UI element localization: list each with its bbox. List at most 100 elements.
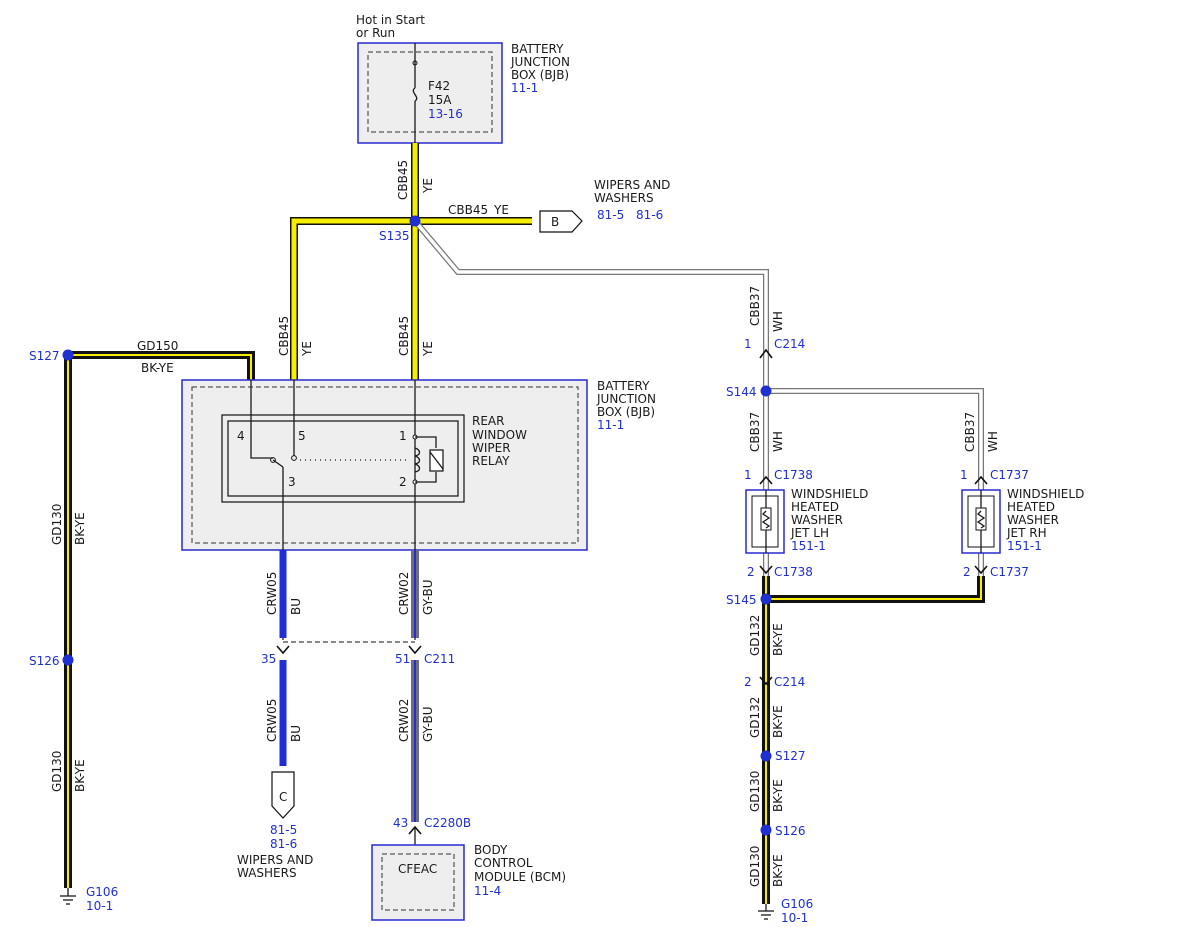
wipers-top-label-2: WASHERS (594, 191, 654, 205)
c2280b-label: C2280B (424, 816, 471, 830)
wire-label-crw02-bottom: CRW02 (397, 699, 411, 742)
wire-label-crw05-bottom: CRW05 (265, 699, 279, 742)
relay-label-4: RELAY (472, 454, 510, 468)
wire-label-gd130-r2: GD130 (748, 846, 762, 887)
wire-label-gd130-left-2: GD130 (50, 751, 64, 792)
relay-bjb-label-1: BATTERY (597, 379, 650, 393)
relay-pin-2: 2 (399, 475, 407, 489)
c211-label: C211 (424, 652, 455, 666)
fuse-name: F42 (428, 79, 450, 93)
wire-label-crw02-top: CRW02 (397, 572, 411, 615)
connector-c-label: C (279, 790, 287, 804)
wire-label-cbb37-rh: CBB37 (963, 412, 977, 452)
bcm-box (371, 844, 465, 921)
wire-color-ye-top: YE (421, 178, 435, 194)
fuse-rating: 15A (428, 93, 452, 107)
c1737-bottom-label: C1737 (990, 565, 1029, 579)
wire-label-cbb45-top: CBB45 (396, 160, 410, 200)
wipers-top-ref-1: 81-5 (597, 208, 624, 222)
fuse-ref: 13-16 (428, 107, 463, 121)
wipers-bottom-label-2: WASHERS (237, 866, 297, 880)
top-bjb-box (357, 42, 503, 144)
wire-label-cbb45-mid: CBB45 (397, 316, 411, 356)
jet-lh-label-4: JET LH (790, 526, 829, 540)
splice-s126-right-label: S126 (775, 824, 806, 838)
connector-c214-bottom-icon (759, 676, 773, 686)
hot-in-start-label-1: Hot in Start (356, 13, 425, 27)
bcm-code: CFEAC (398, 862, 437, 876)
ground-right-label: G106 (781, 897, 813, 911)
connector-c211-icon (276, 641, 422, 655)
splice-s127-left (62, 349, 74, 361)
top-bjb-label-2: JUNCTION (510, 55, 570, 69)
wire-color-bu-bottom: BU (289, 725, 303, 742)
wire-color-bkye-gd150: BK-YE (141, 361, 174, 375)
hot-in-start-label-2: or Run (356, 26, 395, 40)
wire-gd150-gd130-left (64, 351, 255, 888)
connector-c1737-icons (974, 475, 988, 575)
connector-c2280b-icon (408, 825, 422, 845)
wire-label-gd130-r1: GD130 (748, 771, 762, 812)
splice-s145-label: S145 (726, 593, 757, 607)
wire-label-gd150: GD150 (137, 339, 178, 353)
relay-bjb-ref: 11-1 (597, 418, 624, 432)
c1737-top-pin: 1 (960, 468, 968, 482)
c1738-top-pin: 1 (744, 468, 752, 482)
jet-lh-ref: 151-1 (791, 539, 826, 553)
jet-rh-label-3: WASHER (1007, 513, 1059, 527)
relay-bjb-label-2: JUNCTION (596, 392, 656, 406)
splice-s127-right (760, 750, 772, 762)
jet-rh-ref: 151-1 (1007, 539, 1042, 553)
wire-label-cbb37-lh: CBB37 (748, 412, 762, 452)
c211-pin-51: 51 (395, 652, 410, 666)
jet-lh-label-1: WINDSHIELD (791, 487, 868, 501)
wire-color-ye-horiz: YE (493, 203, 509, 217)
connector-b-label: B (551, 215, 559, 229)
wire-label-gd130-left-1: GD130 (50, 504, 64, 545)
top-bjb-label-1: BATTERY (511, 42, 564, 56)
splice-s135 (409, 215, 421, 227)
relay-pin-5: 5 (298, 429, 306, 443)
wire-color-bu-top: BU (289, 598, 303, 615)
c1737-bottom-pin: 2 (963, 565, 971, 579)
bcm-ref: 11-4 (474, 884, 501, 898)
relay-label-3: WIPER (472, 441, 511, 455)
wire-cbb45 (290, 143, 532, 380)
bcm-label-3: MODULE (BCM) (474, 870, 566, 884)
ground-left-icon (60, 888, 76, 905)
splice-s126-right (760, 824, 772, 836)
relay-pin-1: 1 (399, 429, 407, 443)
c214-bottom-label: C214 (774, 675, 805, 689)
wire-color-wh-lh: WH (771, 431, 785, 452)
wire-color-bkye-left-1: BK-YE (73, 512, 87, 545)
bcm-label-2: CONTROL (474, 856, 533, 870)
wire-color-bkye-left-2: BK-YE (73, 759, 87, 792)
c2280b-pin: 43 (393, 816, 408, 830)
splice-s126-left-label: S126 (29, 654, 60, 668)
splice-s127-right-label: S127 (775, 749, 806, 763)
wire-label-gd132-2: GD132 (748, 697, 762, 738)
wire-label-crw05-top: CRW05 (265, 572, 279, 615)
wire-color-gybu-top: GY-BU (421, 579, 435, 615)
heater-element-lh-icon (760, 490, 772, 553)
c1738-bottom-pin: 2 (747, 565, 755, 579)
wire-color-bkye-r2: BK-YE (771, 705, 785, 738)
wire-color-ye-left: YE (300, 341, 314, 357)
jet-rh-label-1: WINDSHIELD (1007, 487, 1084, 501)
wipers-top-label-1: WIPERS AND (594, 178, 670, 192)
heater-element-rh-icon (975, 490, 987, 553)
c1737-top-label: C1737 (990, 468, 1029, 482)
ground-left-label: G106 (86, 885, 118, 899)
wipers-bottom-ref-1: 81-5 (270, 823, 297, 837)
bcm-label-1: BODY (474, 843, 508, 857)
c214-top-pin: 1 (744, 337, 752, 351)
relay-label-1: REAR (472, 414, 504, 428)
wipers-top-ref-2: 81-6 (636, 208, 663, 222)
connector-c214-top-icon (759, 348, 773, 359)
fuse-f42-icon (412, 43, 418, 143)
connector-c1738-icons (759, 475, 773, 575)
c1738-bottom-label: C1738 (774, 565, 813, 579)
c214-top-label: C214 (774, 337, 805, 351)
splice-s145 (760, 593, 772, 605)
